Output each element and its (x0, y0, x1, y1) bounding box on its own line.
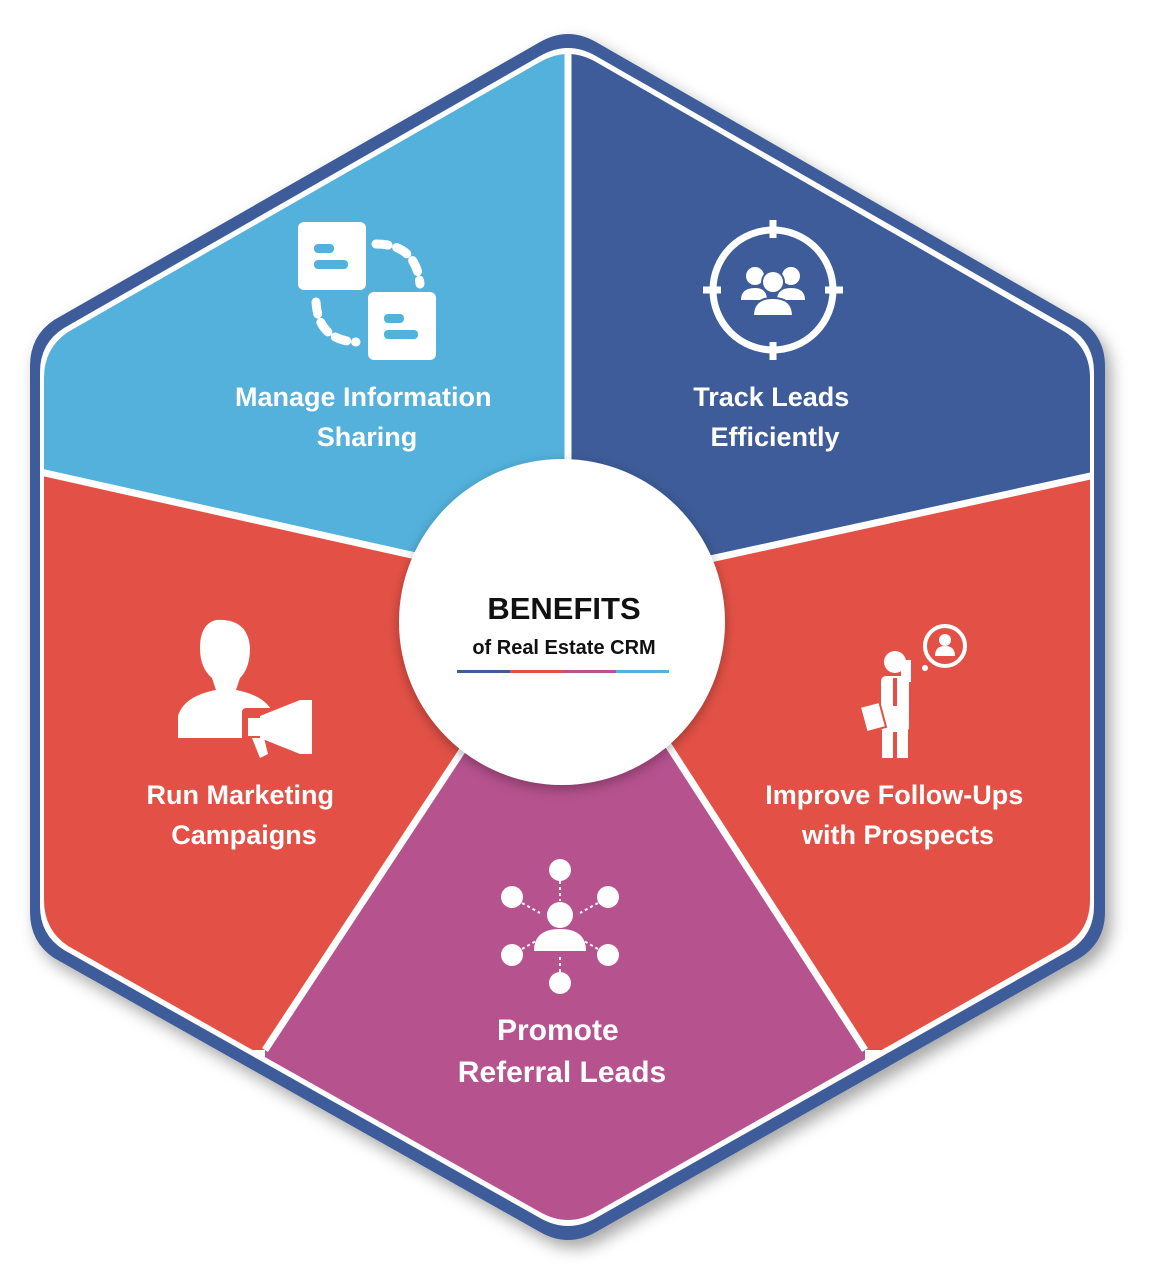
network-person-icon (501, 859, 619, 994)
label-run-marketing-campaigns: Run Marketing Campaigns (146, 780, 341, 850)
center-title: BENEFITS (487, 591, 640, 626)
label-track-leads-efficiently: Track Leads Efficiently (693, 382, 857, 452)
label-promote-referral-leads: Promote Referral Leads (458, 1014, 666, 1089)
label-improve-follow-ups: Improve Follow-Ups with Prospects (765, 780, 1031, 850)
center-subtitle: of Real Estate CRM (472, 637, 655, 659)
center-underline (457, 670, 669, 673)
target-users-icon (703, 220, 843, 360)
label-manage-information-sharing: Manage Information Sharing (235, 382, 499, 452)
two-documents-sharing-icon (298, 222, 436, 360)
businessman-phone-icon (858, 624, 967, 758)
center-circle (399, 459, 725, 785)
person-megaphone-icon (178, 619, 312, 758)
